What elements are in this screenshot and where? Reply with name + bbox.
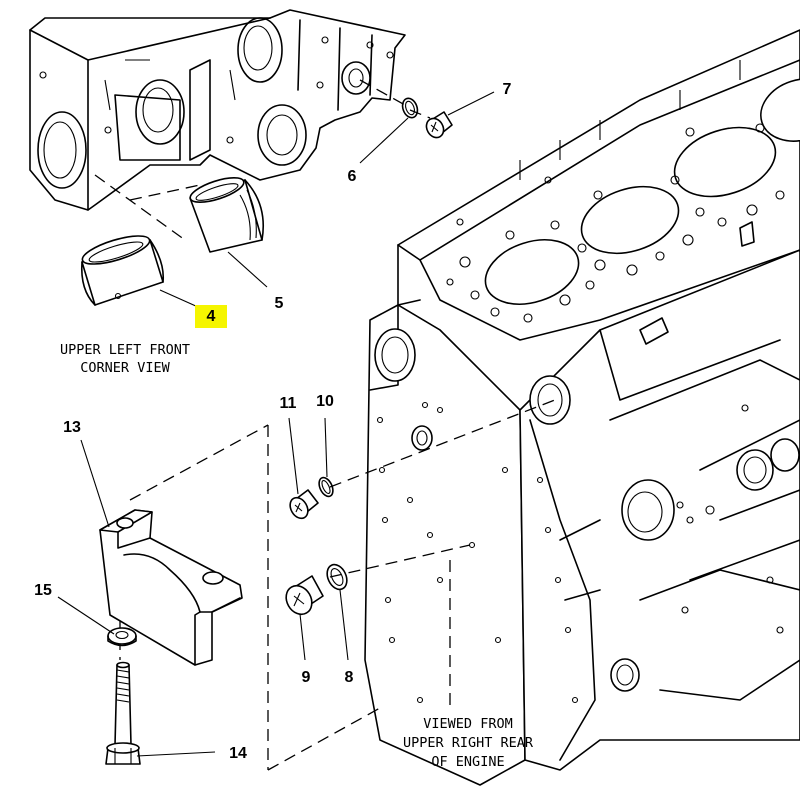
washer-part-15 [107,627,137,647]
cylinder-bore [760,78,800,142]
callout-9: 9 [302,669,311,686]
projection-line [129,424,269,501]
projection-line [267,707,381,771]
callout-13: 13 [63,419,81,436]
caption-rear-line-1: VIEWED FROM [423,716,512,732]
o-ring-part-6 [401,97,419,119]
callout-4-highlight [195,305,227,328]
callout-7: 7 [503,81,512,98]
projection-line [329,397,561,488]
caption-upper-left-line-2: CORNER VIEW [80,360,170,376]
plug-part-7 [425,111,453,139]
callout-10: 10 [316,393,334,410]
expansion-plug-part-5 [189,177,265,253]
cylinder-bore [673,126,777,198]
o-ring-part-8 [326,563,348,591]
upper-left-block-view [29,9,406,211]
callout-5: 5 [275,295,284,312]
callout-15: 15 [34,582,52,599]
bolt-part-14 [105,661,141,765]
caption-upper-left-line-1: UPPER LEFT FRONT [60,342,190,358]
callout-6: 6 [348,168,357,185]
projection-line [359,79,406,106]
callout-14: 14 [229,745,247,762]
cylinder-bore [484,239,580,305]
plug-part-9 [285,575,324,616]
projection-line [129,184,201,201]
callout-11: 11 [280,395,297,412]
projection-line [329,544,471,578]
cylinder-bore [580,185,680,255]
engine-block [364,29,800,786]
cam-bushing-part-4 [80,235,165,306]
caption-rear-line-2: UPPER RIGHT REAR [403,735,534,751]
callout-4: 4 [207,308,216,325]
caption-rear-line-3: OF ENGINE [431,754,504,770]
o-ring-part-10 [318,476,334,498]
plug-part-11 [289,489,319,520]
projection-line [409,109,431,119]
main-bearing-cap-part-13 [99,509,243,666]
callout-8: 8 [345,669,354,686]
